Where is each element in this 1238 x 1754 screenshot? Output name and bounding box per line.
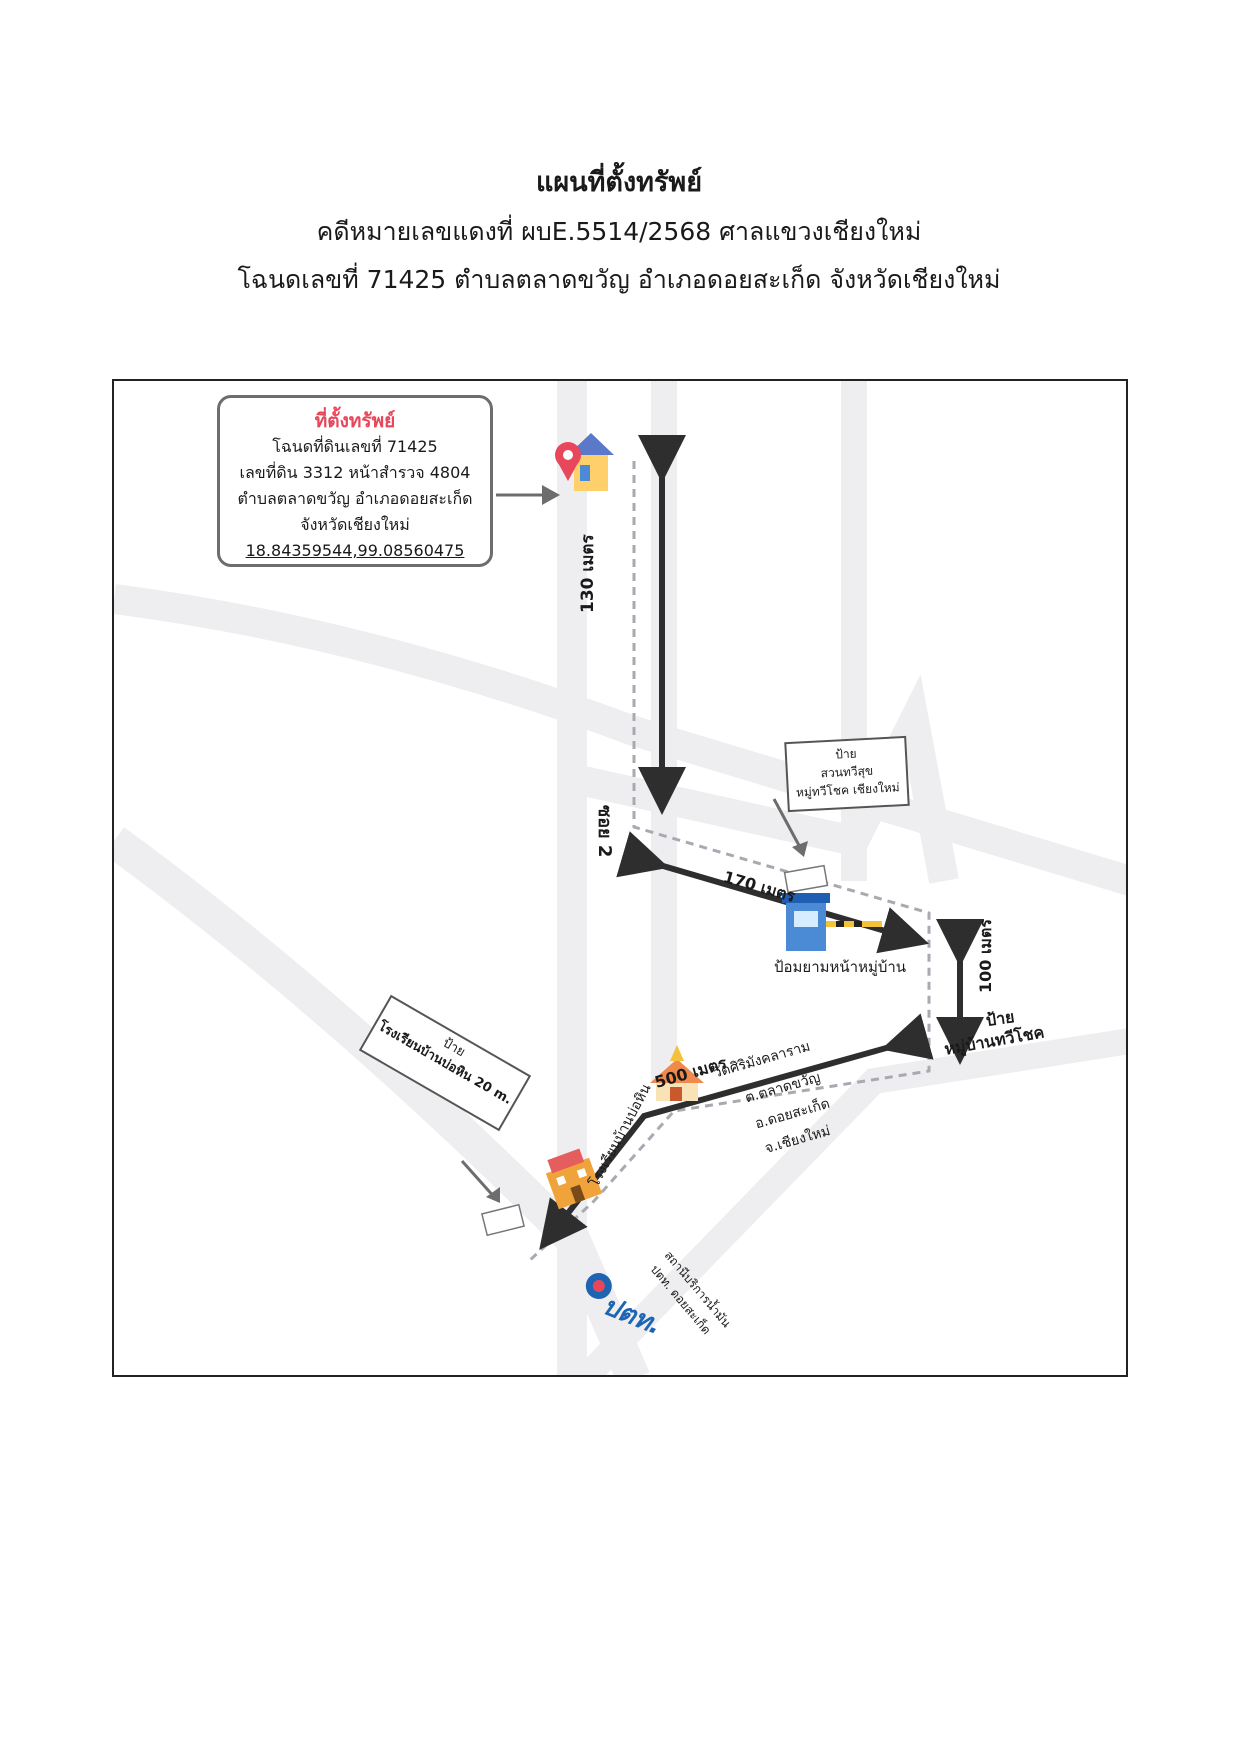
- distance-100m-label: 100 เมตร: [976, 919, 995, 993]
- deed-line: โฉนดเลขที่ 71425 ตำบลตลาดขวัญ อำเภอดอยสะ…: [237, 265, 1001, 294]
- house-pin-icon: [555, 433, 614, 491]
- sign-post-school: [480, 1203, 526, 1237]
- deed-number: โฉนดที่ดินเลขที่ 71425: [272, 437, 438, 456]
- guard-booth-icon: [782, 893, 882, 951]
- park-sign-board: ป้าย สวนทวีสุข หมู่ทวีโชค เชียงใหม่: [784, 735, 910, 813]
- sign-pointer-arrows: [460, 798, 808, 1203]
- province: จังหวัดเชียงใหม่: [300, 515, 410, 534]
- property-info-box: ที่ตั้งทรัพย์ โฉนดที่ดินเลขที่ 71425 เลข…: [217, 395, 493, 567]
- subdistrict-district: ตำบลตลาดขวัญ อำเภอดอยสะเก็ด: [237, 489, 473, 508]
- distance-130m-label: 130 เมตร: [578, 534, 598, 613]
- school-building-icon: [545, 1148, 603, 1210]
- soi-2-label: ซอย 2: [594, 805, 615, 858]
- gps-coordinates-link[interactable]: 18.84359544,99.08560475: [245, 541, 465, 560]
- sign-post-park: [783, 864, 829, 894]
- guard-booth-label: ป้อมยามหน้าหมู่บ้าน: [774, 958, 907, 976]
- page-title: แผนที่ตั้งทรัพย์: [535, 167, 703, 198]
- land-number: เลขที่ดิน 3312 หน้าสำรวจ 4804: [239, 463, 471, 482]
- ptt-logo-icon: [585, 1272, 612, 1299]
- map-frame: ที่ตั้งทรัพย์ โฉนดที่ดินเลขที่ 71425 เลข…: [112, 379, 1128, 1377]
- case-number-line: คดีหมายเลขแดงที่ ผบE.5514/2568 ศาลแขวงเช…: [316, 217, 922, 246]
- property-location-heading: ที่ตั้งทรัพย์: [314, 410, 396, 432]
- temple-icon: [650, 1045, 704, 1101]
- info-box-pointer: [496, 485, 560, 505]
